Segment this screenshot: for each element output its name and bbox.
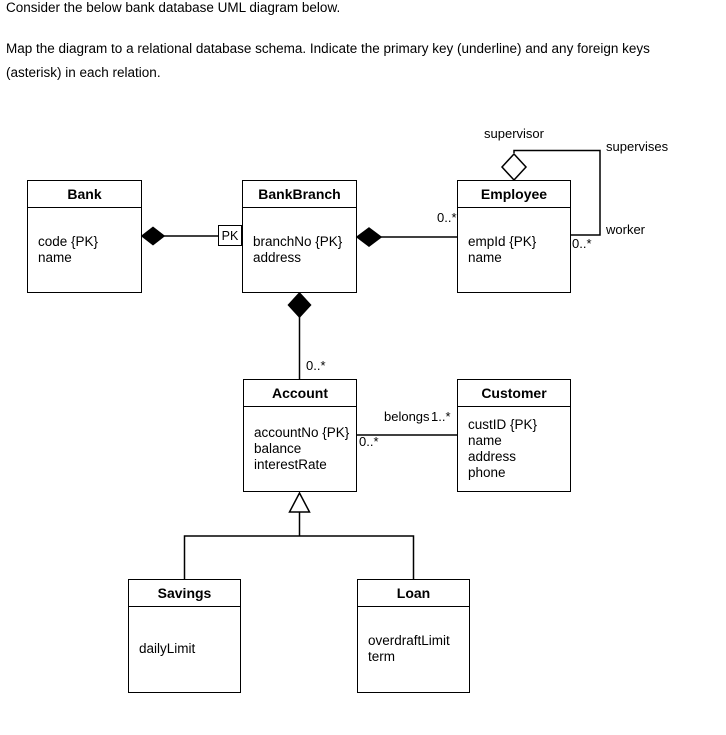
class-title-customer: Customer bbox=[458, 380, 570, 407]
multiplicity-account-side: 0..* bbox=[359, 434, 379, 449]
multiplicity-bankbranch-account: 0..* bbox=[306, 358, 326, 373]
qualifier-pk-box: PK bbox=[218, 225, 242, 246]
class-attr: balance bbox=[254, 440, 302, 456]
class-attr: name bbox=[468, 432, 502, 448]
class-box-bank: Bank code {PK} name bbox=[27, 180, 142, 293]
label-supervisor: supervisor bbox=[484, 126, 544, 141]
class-attr: name bbox=[468, 249, 502, 265]
multiplicity-bankbranch-employee: 0..* bbox=[437, 210, 457, 225]
composition-diamond-icon bbox=[355, 227, 383, 247]
generalization-triangle-icon bbox=[288, 491, 311, 513]
class-attr: dailyLimit bbox=[139, 641, 196, 657]
class-title-bankbranch: BankBranch bbox=[243, 181, 356, 208]
class-attr: code {PK} bbox=[38, 233, 99, 249]
class-attributes-customer: custID {PK} name address phone bbox=[458, 407, 570, 492]
class-box-bankbranch: BankBranch branchNo {PK} address bbox=[242, 180, 357, 293]
class-box-employee: Employee empId {PK} name bbox=[457, 180, 571, 293]
multiplicity-employee-worker: 0..* bbox=[572, 236, 592, 251]
class-attributes-employee: empId {PK} name bbox=[458, 208, 570, 293]
class-attributes-savings: dailyLimit bbox=[129, 607, 240, 693]
class-attributes-bankbranch: branchNo {PK} address bbox=[243, 208, 356, 293]
class-box-loan: Loan overdraftLimit term bbox=[357, 579, 470, 693]
class-attributes-loan: overdraftLimit term bbox=[358, 607, 469, 693]
class-attr: address bbox=[253, 249, 302, 265]
class-attr: overdraftLimit bbox=[368, 633, 450, 649]
class-attr: name bbox=[38, 249, 72, 265]
class-attr: empId {PK} bbox=[468, 233, 537, 249]
multiplicity-customer-side: 1..* bbox=[431, 409, 451, 424]
class-title-employee: Employee bbox=[458, 181, 570, 208]
class-box-customer: Customer custID {PK} name address phone bbox=[457, 379, 571, 492]
instruction-line-3: (asterisk) in each relation. bbox=[6, 65, 161, 80]
label-worker: worker bbox=[606, 222, 646, 237]
instruction-line-2: Map the diagram to a relational database… bbox=[6, 41, 650, 56]
label-supervises: supervises bbox=[606, 139, 669, 154]
class-attr: branchNo {PK} bbox=[253, 233, 343, 249]
label-belongs: belongs bbox=[384, 409, 430, 424]
class-attr: custID {PK} bbox=[468, 416, 538, 432]
composition-bankbranch-employee bbox=[355, 227, 457, 247]
composition-bank-bankbranch bbox=[140, 226, 218, 246]
class-title-account: Account bbox=[244, 380, 356, 407]
class-title-savings: Savings bbox=[129, 580, 240, 607]
class-box-savings: Savings dailyLimit bbox=[128, 579, 241, 693]
class-attr: term bbox=[368, 649, 395, 665]
aggregation-diamond-icon bbox=[500, 152, 528, 182]
class-attr: phone bbox=[468, 464, 506, 480]
class-attr: address bbox=[468, 448, 517, 464]
class-attributes-bank: code {PK} name bbox=[28, 208, 141, 293]
composition-diamond-icon bbox=[287, 291, 312, 319]
class-title-bank: Bank bbox=[28, 181, 141, 208]
class-attr: interestRate bbox=[254, 456, 327, 472]
class-attributes-account: accountNo {PK} balance interestRate bbox=[244, 407, 356, 492]
class-box-account: Account accountNo {PK} balance interestR… bbox=[243, 379, 357, 492]
class-title-loan: Loan bbox=[358, 580, 469, 607]
class-attr: accountNo {PK} bbox=[254, 424, 350, 440]
generalization-account-subclasses bbox=[183, 491, 415, 579]
instruction-line-1: Consider the below bank database UML dia… bbox=[6, 0, 341, 15]
composition-diamond-icon bbox=[140, 226, 166, 246]
